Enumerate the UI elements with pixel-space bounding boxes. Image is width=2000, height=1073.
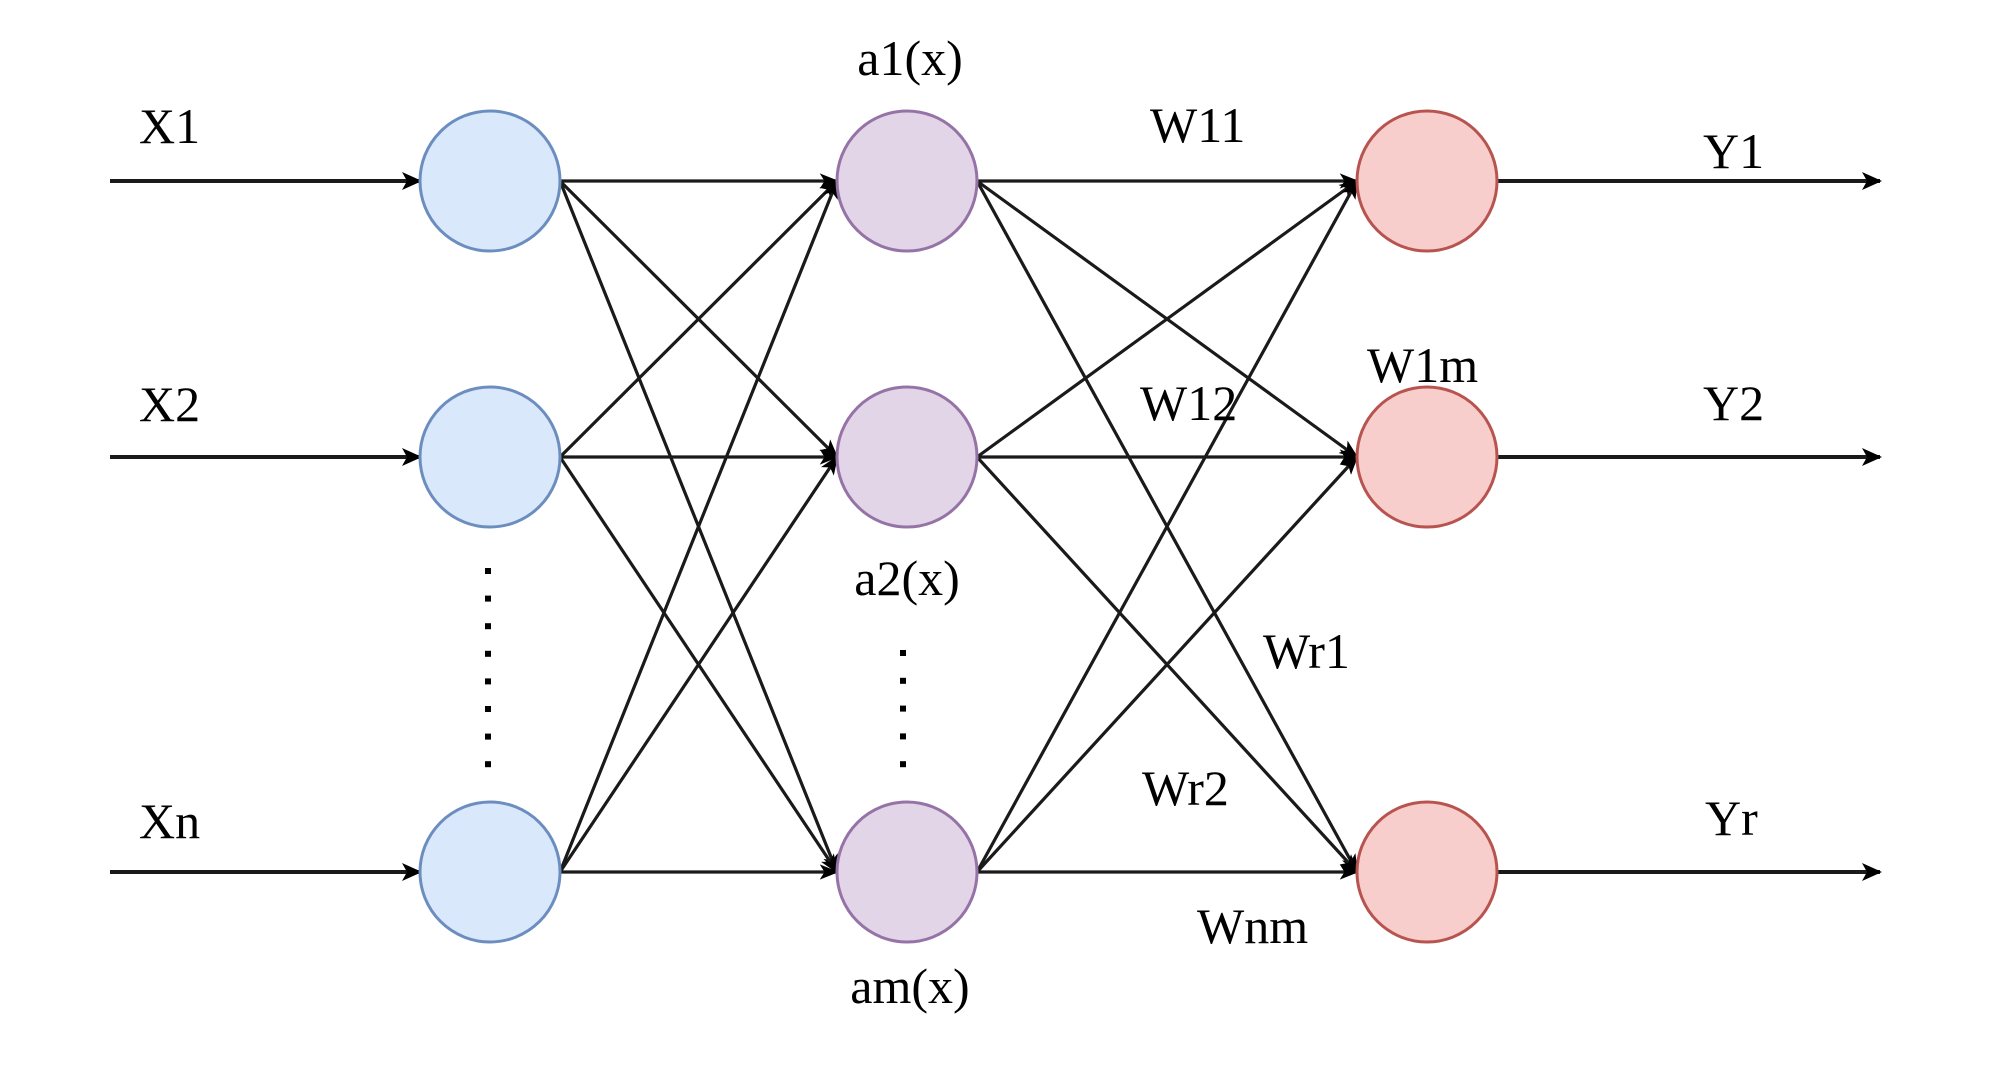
hidden-node-1 xyxy=(835,109,979,253)
input-ellipsis-dot xyxy=(485,650,491,657)
input-label-x1: X1 xyxy=(139,98,200,154)
output-label-yr: Yr xyxy=(1705,790,1758,846)
weight-label-wr1: Wr1 xyxy=(1263,623,1350,679)
input-node-1 xyxy=(418,109,562,253)
ellipsis-dots xyxy=(485,568,906,768)
output-node-2 xyxy=(1355,385,1499,529)
input-ellipsis-dot xyxy=(485,733,491,740)
input-ellipsis-dot xyxy=(485,706,491,712)
input-ellipsis-dot xyxy=(485,761,491,768)
hidden-ellipsis-dot xyxy=(900,677,906,684)
weight-label-w11: W11 xyxy=(1150,97,1245,153)
hidden-node-2 xyxy=(835,385,979,529)
input-ellipsis-dot xyxy=(485,623,491,630)
hidden-ellipsis-dot xyxy=(900,650,906,656)
input-node-3 xyxy=(418,800,562,944)
hidden-output-edge-3-2 xyxy=(975,455,1359,874)
output-label-y1: Y1 xyxy=(1703,123,1764,179)
input-ellipsis-dot xyxy=(485,568,491,574)
input-ellipsis-dot xyxy=(485,678,491,685)
hidden-label-a1: a1(x) xyxy=(857,30,963,86)
input-ellipsis-dot xyxy=(485,595,491,602)
input-to-hidden-connections xyxy=(558,173,839,880)
hidden-label-a2: a2(x) xyxy=(854,550,960,606)
input-hidden-edge-2-1 xyxy=(558,179,839,459)
hidden-to-output-connections xyxy=(975,173,1359,880)
hidden-ellipsis-dot xyxy=(900,705,906,712)
weight-label-w12: W12 xyxy=(1140,375,1237,431)
hidden-ellipsis-dot xyxy=(900,761,906,768)
hidden-output-edge-3-1 xyxy=(975,179,1359,873)
input-label-x2: X2 xyxy=(139,376,200,432)
output-node-1 xyxy=(1355,109,1499,253)
output-arrows xyxy=(1497,172,1882,881)
input-label-xn: Xn xyxy=(139,793,200,849)
hidden-label-am: am(x) xyxy=(850,958,969,1014)
output-label-y2: Y2 xyxy=(1703,375,1764,431)
weight-label-w1m: W1m xyxy=(1367,337,1478,393)
weight-label-wnm: Wnm xyxy=(1197,898,1308,954)
hidden-output-edge-2-1 xyxy=(976,179,1359,459)
weight-label-wr2: Wr2 xyxy=(1142,760,1229,816)
input-arrows xyxy=(110,172,422,881)
output-node-3 xyxy=(1355,800,1499,944)
hidden-node-3 xyxy=(835,800,979,944)
input-hidden-edge-3-2 xyxy=(558,455,839,873)
nodes xyxy=(418,109,1499,944)
hidden-ellipsis-dot xyxy=(900,733,906,740)
input-node-2 xyxy=(418,385,562,529)
input-hidden-edge-3-1 xyxy=(558,179,839,873)
